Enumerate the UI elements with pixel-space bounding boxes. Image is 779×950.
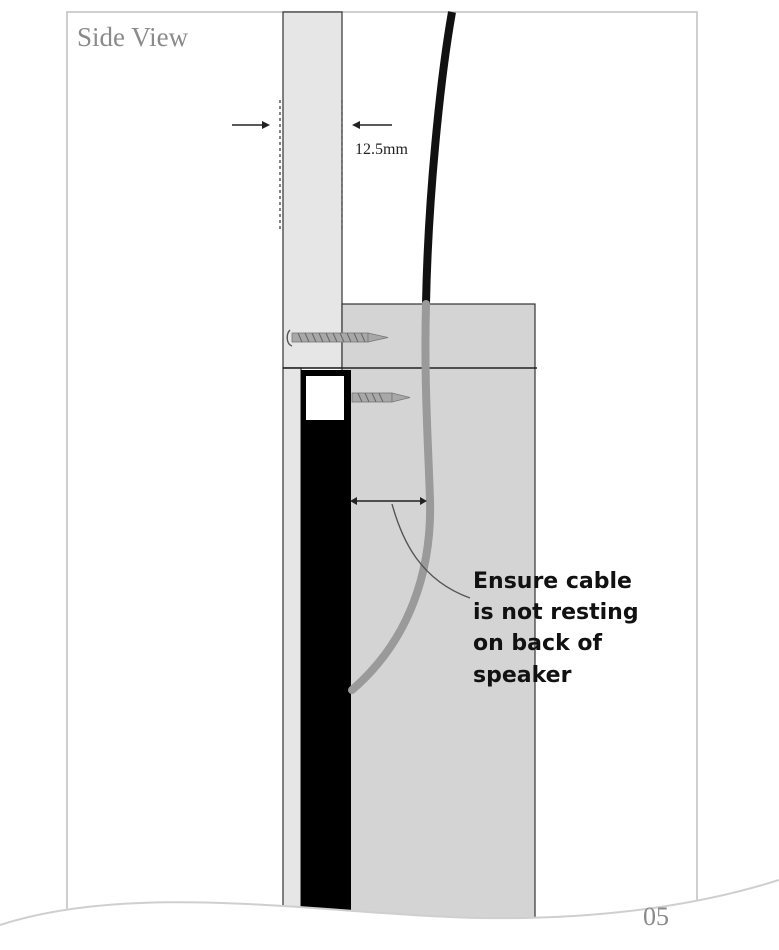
- page-number: 05: [643, 902, 669, 931]
- callout-line-2: is not resting: [473, 600, 639, 625]
- callout-leader: [391, 503, 471, 599]
- upper-screw: [286, 329, 389, 347]
- speaker-panel: [301, 370, 351, 930]
- upper-stud: [282, 11, 343, 369]
- speaker-cable: [422, 11, 456, 305]
- lower-screw: [351, 392, 411, 403]
- page-curl-edge: [0, 879, 779, 926]
- page-curl: [0, 880, 779, 950]
- callout-line-3: on back of: [473, 631, 602, 656]
- callout-line-4: speaker: [473, 663, 572, 688]
- speaker-cable-in-wall: [348, 300, 435, 694]
- lower-wall-section: [282, 367, 302, 945]
- dimension-label: 12.5mm: [355, 141, 408, 158]
- dimension-arrow-right: [352, 121, 392, 129]
- mounting-bracket: [304, 374, 346, 422]
- callout-line-1: Ensure cable: [473, 569, 632, 594]
- dimension-arrow-left: [232, 121, 270, 129]
- clearance-arrow: [350, 497, 427, 505]
- diagram-title: Side View: [77, 22, 189, 52]
